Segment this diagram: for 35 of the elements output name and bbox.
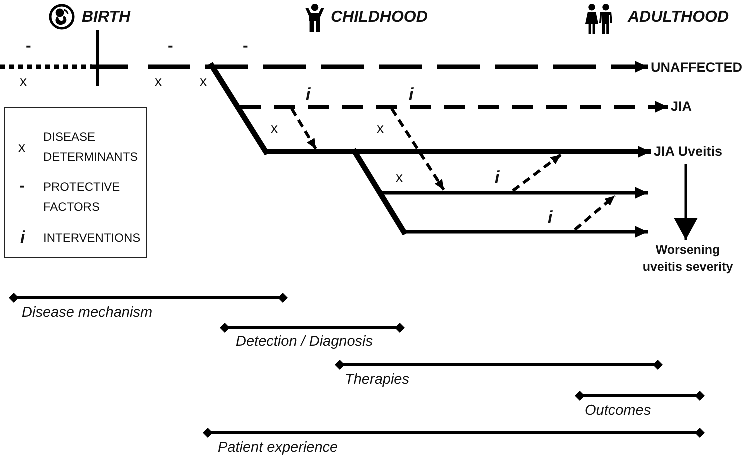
protective-symbol: - xyxy=(168,37,174,57)
outcome-label: UNAFFECTED xyxy=(651,59,742,77)
outcome-label: JIA Uveitis xyxy=(654,143,723,161)
severity-label: Worsening uveitis severity xyxy=(636,242,740,276)
down-arrow xyxy=(674,164,698,240)
intervention-symbol: i xyxy=(548,208,553,228)
intervention-symbol: i xyxy=(495,168,500,188)
range-label: Detection / Diagnosis xyxy=(236,333,374,351)
determinant-symbol: x xyxy=(20,72,27,90)
outcome-label: JIA xyxy=(671,98,692,116)
protective-symbol: - xyxy=(26,37,32,57)
range-label: Therapies xyxy=(345,371,410,389)
intervention-symbol: i xyxy=(409,85,414,105)
dashed-arrow xyxy=(240,101,668,113)
determinant-symbol: x xyxy=(155,72,162,90)
range-label: Disease mechanism xyxy=(22,304,153,322)
phase-heading: CHILDHOOD xyxy=(331,8,428,28)
range-label: Patient experience xyxy=(218,439,338,457)
intervention-symbol: i xyxy=(306,85,311,105)
legend-text: DISEASE DETERMINANTS xyxy=(44,128,140,166)
determinant-symbol: x xyxy=(271,119,278,137)
legend-symbol: x xyxy=(18,138,26,156)
legend-symbol: - xyxy=(20,176,25,196)
determinant-symbol: x xyxy=(377,119,384,137)
phase-heading: BIRTH xyxy=(82,8,131,28)
legend-text: INTERVENTIONS xyxy=(44,230,141,246)
range-label: Outcomes xyxy=(585,402,652,420)
determinant-symbol: x xyxy=(200,72,207,90)
dashed-arrow xyxy=(205,61,648,73)
protective-symbol: - xyxy=(243,37,248,57)
legend-text: PROTECTIVE FACTORS xyxy=(44,178,122,216)
legend-symbol: i xyxy=(20,228,26,248)
phase-heading: ADULTHOOD xyxy=(628,8,730,28)
determinant-symbol: x xyxy=(396,168,403,186)
arrow xyxy=(265,146,651,158)
